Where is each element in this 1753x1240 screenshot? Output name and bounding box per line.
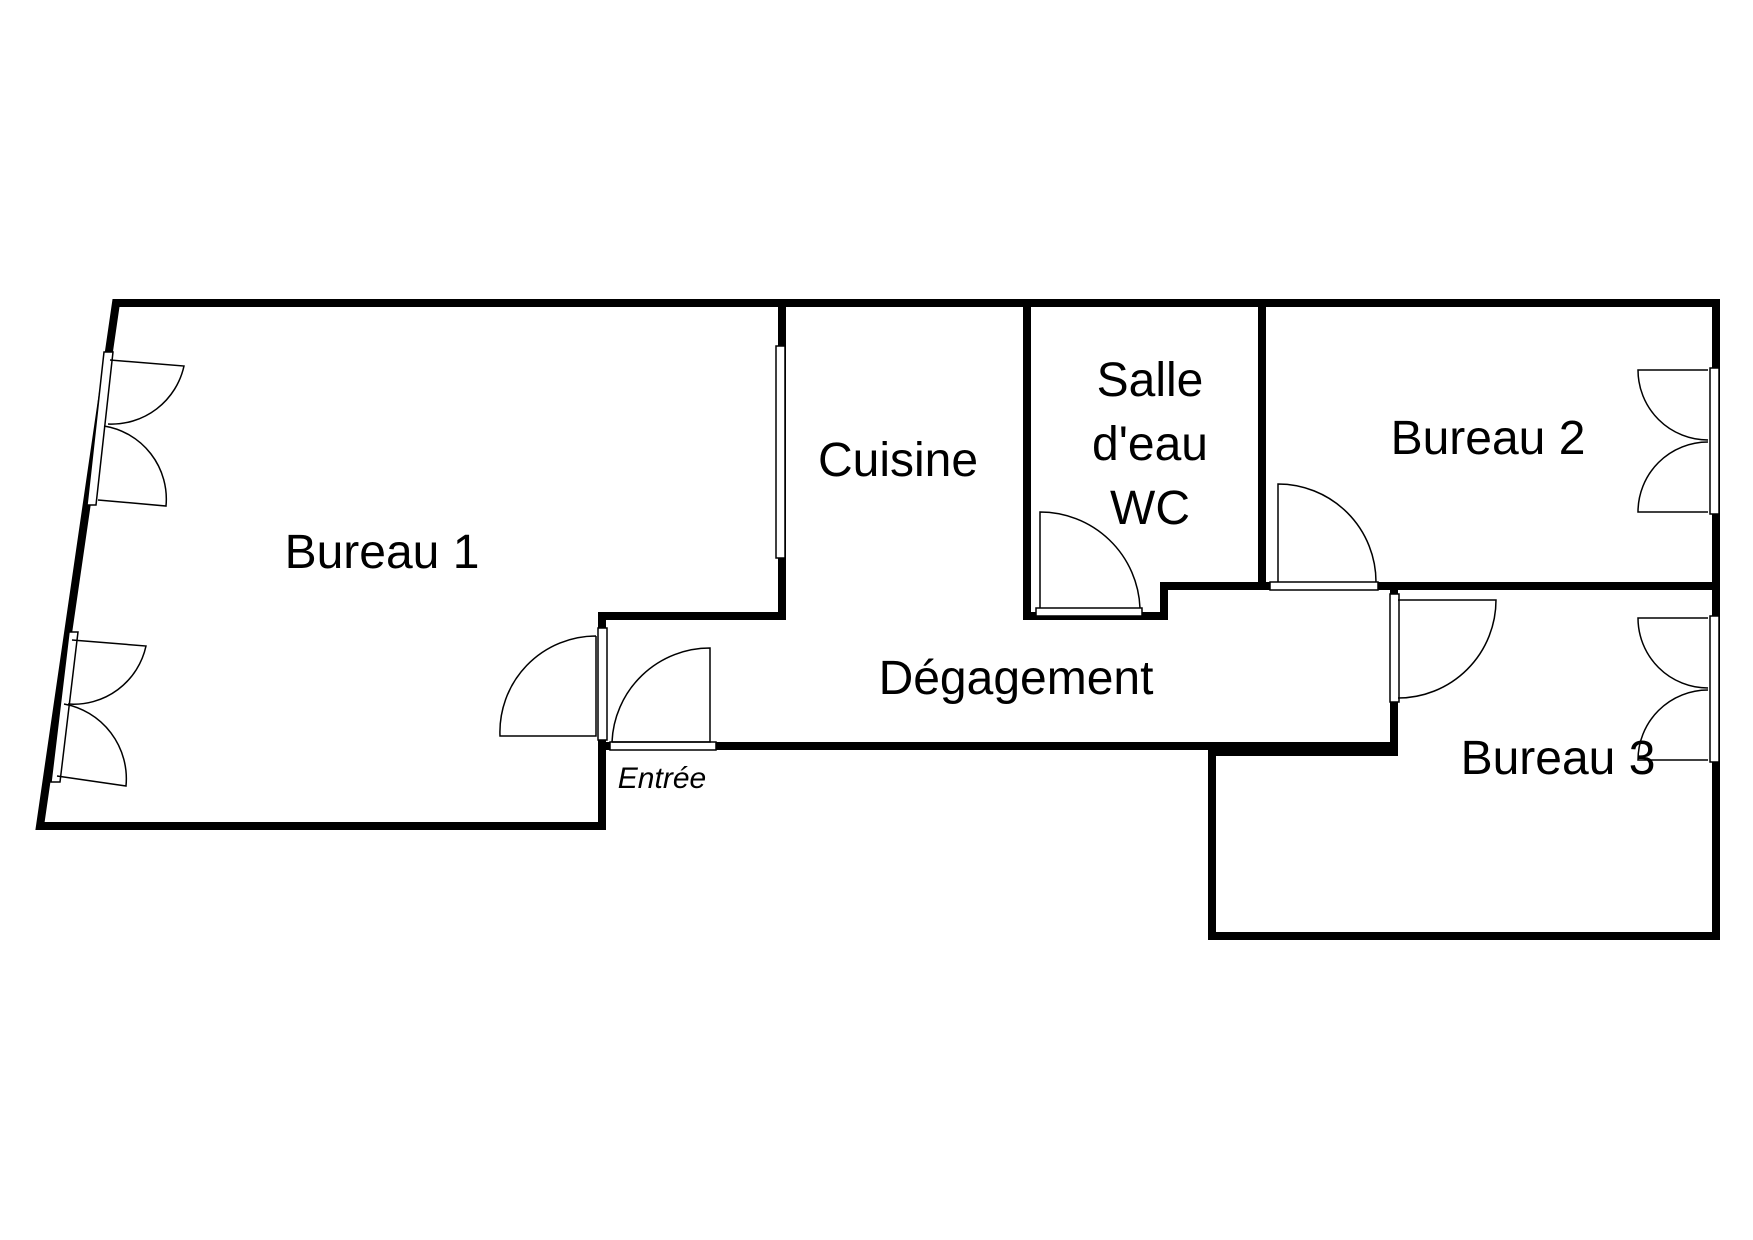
label-bureau3: Bureau 3: [1461, 732, 1656, 785]
doors: [56, 359, 1709, 787]
door-bureau2-window-b-icon: [1637, 441, 1709, 513]
window-bureau3: [1709, 615, 1720, 763]
threshold-bureau3: [1389, 593, 1400, 703]
threshold-salle-eau: [1035, 607, 1143, 617]
door-bureau1-window-top-b-icon: [97, 425, 168, 507]
label-salle-eau-line3: WC: [1110, 482, 1190, 535]
label-degagement: Dégagement: [879, 652, 1154, 705]
door-bureau3-window-b-icon: [1637, 689, 1709, 761]
door-bureau1-icon: [499, 635, 597, 737]
door-bureau2-icon: [1277, 483, 1377, 583]
door-bureau2-window-a-icon: [1637, 369, 1709, 441]
door-bureau1-window-top-a-icon: [107, 359, 185, 425]
label-salle-eau-line1: Salle: [1097, 354, 1204, 407]
window-bureau1-bottom: [50, 631, 79, 783]
window-bureau1-cuisine: [775, 345, 786, 559]
label-entree: Entrée: [618, 762, 706, 795]
threshold-bureau2: [1269, 581, 1379, 591]
room-labels: Bureau 1 Cuisine Salle d'eau WC Bureau 2…: [285, 354, 1656, 795]
openings: [50, 345, 1720, 783]
window-bureau1-top: [86, 351, 114, 506]
door-salle-eau-icon: [1039, 511, 1141, 609]
door-entree-icon: [611, 647, 711, 743]
label-cuisine: Cuisine: [818, 434, 978, 487]
door-bureau1-window-bottom-b-icon: [56, 703, 128, 787]
label-bureau2: Bureau 2: [1391, 412, 1586, 465]
window-bureau2: [1709, 367, 1720, 515]
walls: [35, 299, 1720, 940]
door-bureau1-window-bottom-a-icon: [67, 639, 147, 705]
label-salle-eau-line2: d'eau: [1092, 418, 1208, 471]
door-bureau3-icon: [1397, 599, 1497, 699]
wall-bureau3: [1208, 582, 1720, 940]
label-bureau1: Bureau 1: [285, 526, 480, 579]
threshold-entree: [609, 741, 717, 751]
door-bureau3-window-a-icon: [1637, 617, 1709, 689]
threshold-bureau1: [597, 627, 608, 741]
